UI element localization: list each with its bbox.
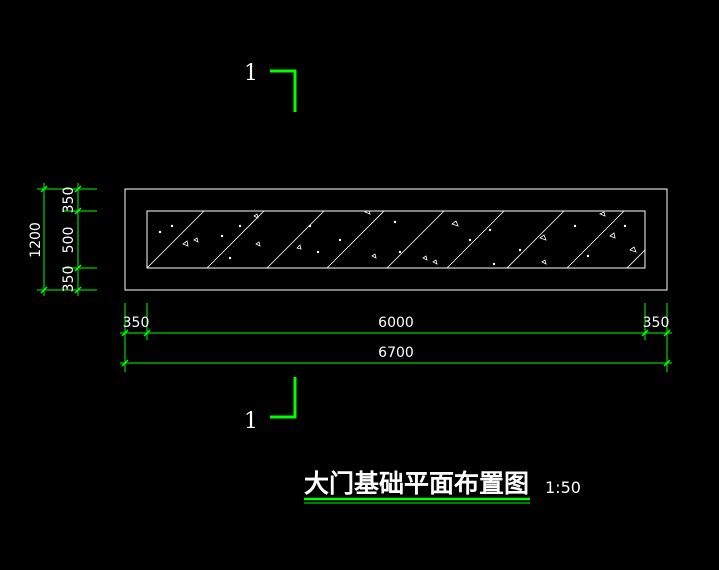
drawing-title: 大门基础平面布置图 [304, 469, 529, 498]
dim-horizontal-right: 350 [643, 315, 670, 331]
section-mark-bottom: 1 [244, 377, 297, 434]
dim-vertical-bottom: 350 [61, 266, 77, 293]
dim-vertical-middle: 500 [61, 227, 77, 254]
horizontal-dimensions [120, 303, 672, 372]
dim-vertical-top: 350 [61, 187, 77, 214]
section-mark-top-label: 1 [244, 61, 258, 86]
foundation-outer-outline [124, 188, 668, 291]
dim-horizontal-middle: 6000 [378, 315, 414, 331]
section-mark-bottom-label: 1 [244, 409, 258, 434]
vertical-dimensions [37, 183, 97, 296]
foundation-inner-outline [146, 210, 646, 269]
dim-vertical-total: 1200 [28, 222, 44, 258]
drawing-scale: 1:50 [545, 478, 581, 497]
section-mark-top: 1 [244, 61, 297, 112]
dim-horizontal-total: 6700 [378, 345, 414, 361]
section-mark-bottom-line [270, 377, 297, 419]
concrete-hatch [147, 211, 645, 268]
dim-horizontal-left: 350 [123, 315, 150, 331]
concrete-aggregate-symbols [158, 211, 637, 266]
section-mark-top-line [270, 69, 297, 112]
